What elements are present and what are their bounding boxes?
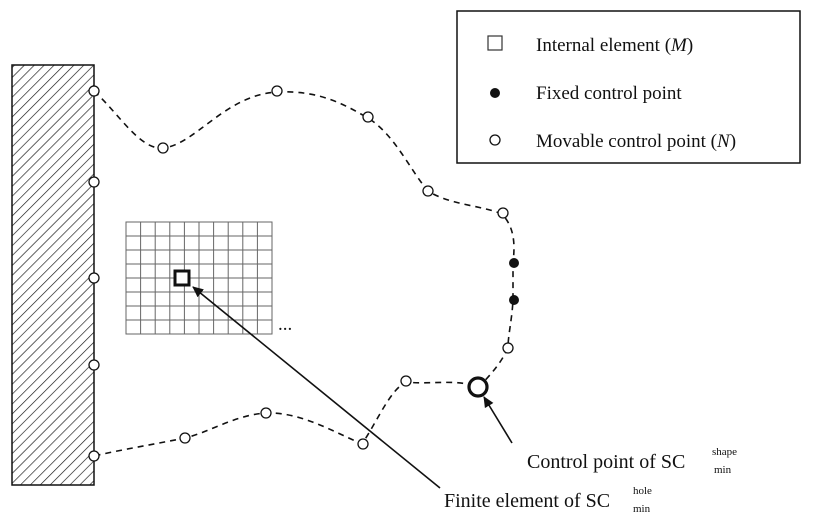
legend-label-internal-element: Internal element (M)	[536, 35, 693, 56]
movable-control-point	[502, 342, 514, 354]
finite-element-mesh	[125, 221, 273, 335]
internal-element-icon	[487, 35, 503, 51]
fixed-control-points	[509, 258, 519, 305]
legend-label-fixed-point: Fixed control point	[536, 83, 682, 104]
movable-control-point	[88, 85, 100, 97]
movable-control-points	[88, 85, 514, 462]
fixed-point-icon	[490, 88, 500, 98]
movable-control-point	[88, 450, 100, 462]
mesh-ellipsis: ...	[278, 314, 292, 335]
annotation-finite-element-sup: hole	[633, 485, 652, 497]
movable-control-point	[271, 85, 283, 97]
annotation-finite-element-sub: min	[633, 503, 651, 515]
movable-control-point	[157, 142, 169, 154]
annotation-finite-element-text: Finite element of SC	[444, 490, 610, 512]
movable-control-point	[88, 359, 100, 371]
movable-control-point	[497, 207, 509, 219]
movable-control-point	[88, 176, 100, 188]
movable-control-point	[422, 185, 434, 197]
movable-point-icon	[489, 134, 501, 146]
highlighted-finite-element	[173, 269, 191, 287]
movable-control-point	[260, 407, 272, 419]
legend: Internal element (M) Fixed control point…	[456, 10, 801, 164]
movable-control-point	[400, 375, 412, 387]
fixed-control-point	[509, 258, 519, 268]
legend-frame	[456, 10, 801, 164]
arrow-to-finite-element	[192, 286, 441, 489]
annotation-control-point-text: Control point of SC	[527, 451, 685, 473]
highlighted-control-point	[467, 376, 489, 398]
movable-control-point	[88, 272, 100, 284]
annotation-control-point-sup: shape	[712, 446, 737, 458]
fixed-support-wall	[11, 64, 95, 486]
fixed-control-point	[509, 295, 519, 305]
annotation-control-point-sub: min	[714, 464, 732, 476]
boundary-curve	[93, 90, 515, 457]
legend-label-movable-point: Movable control point (N)	[536, 131, 736, 152]
annotation-finite-element: Finite element of SC hole min	[444, 485, 652, 515]
movable-control-point	[179, 432, 191, 444]
arrow-to-control-point	[483, 396, 513, 444]
annotation-control-point: Control point of SC shape min	[527, 446, 737, 476]
movable-control-point	[362, 111, 374, 123]
movable-control-point	[357, 438, 369, 450]
